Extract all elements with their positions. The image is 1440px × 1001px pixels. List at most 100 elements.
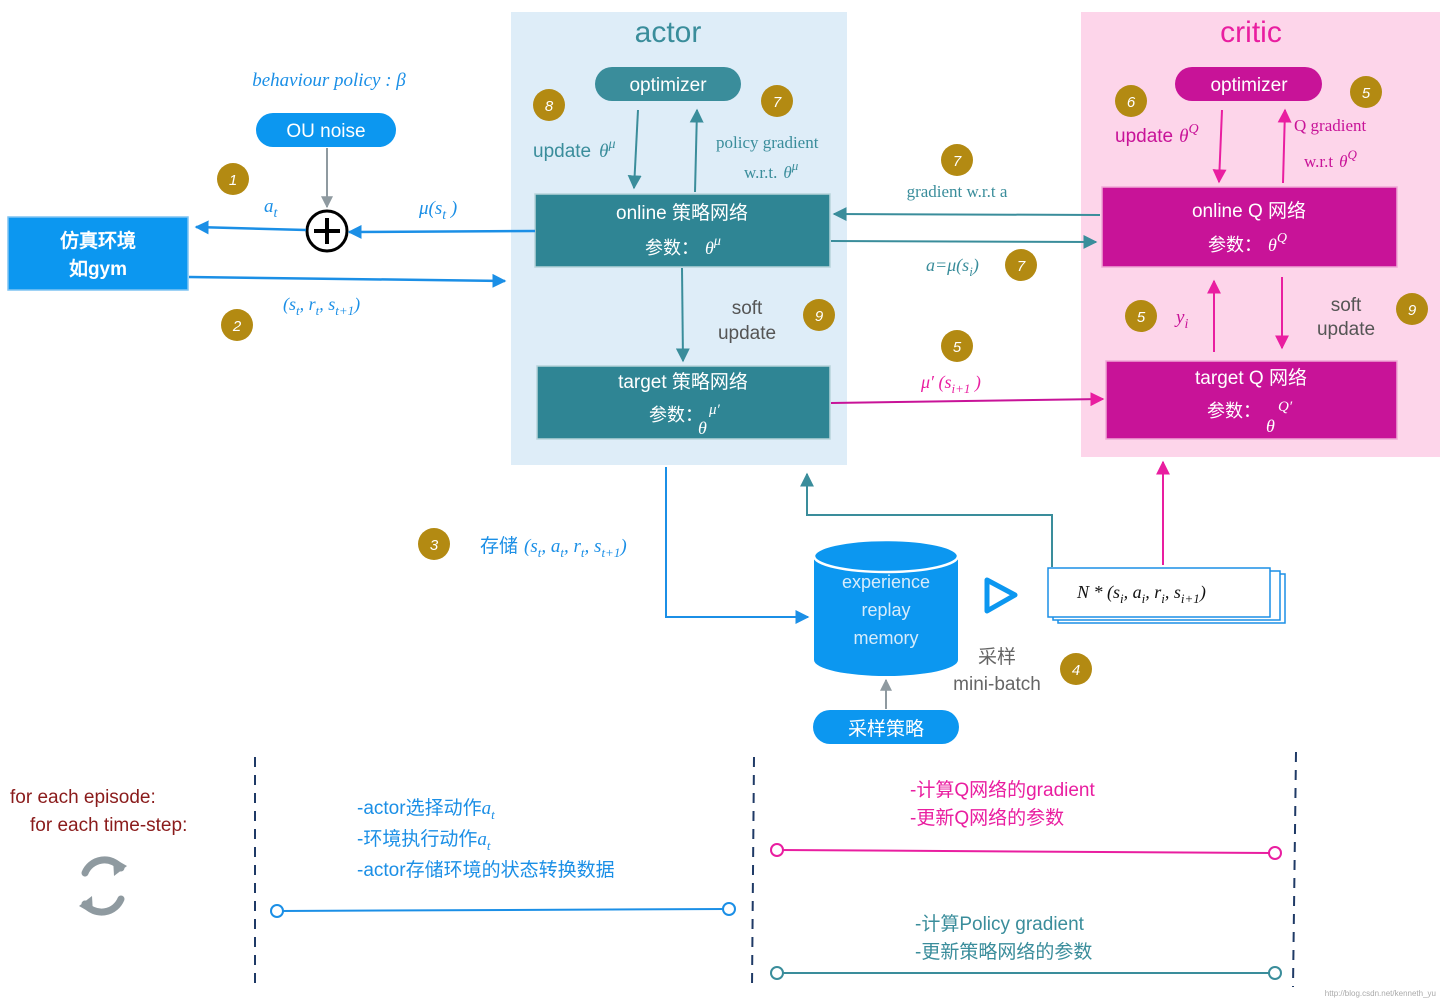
label-a-eq-mu: a=μ(si) (926, 255, 979, 279)
badge-5-middle: 5 (941, 330, 973, 362)
ou-noise-pill (256, 113, 396, 147)
timeline-critic-segment (770, 843, 1282, 860)
svg-text:8: 8 (545, 98, 554, 115)
environment-line1: 仿真环境 (60, 229, 136, 252)
refresh-icon (79, 856, 127, 916)
label-sample-cn: 采样 (978, 646, 1016, 668)
loop-episode-label: for each episode: (10, 787, 156, 808)
online-policy-network-title: online 策略网络 (616, 202, 748, 224)
target-policy-network-param: θ (698, 418, 707, 438)
badge-7-actor: 7 (761, 85, 793, 117)
critic-soft-text: soft (1331, 295, 1362, 316)
arrow-transition (188, 273, 507, 288)
arrow-at (194, 220, 307, 235)
target-q-network-sup: Q′ (1278, 399, 1293, 415)
critic-q-gradient-text: Q gradient (1294, 116, 1367, 135)
ou-noise-label: OU noise (286, 121, 365, 142)
svg-text:5: 5 (953, 339, 962, 356)
svg-text:1: 1 (229, 172, 237, 189)
badge-5-lower: 5 (1125, 300, 1157, 332)
arrow-store-to-memory (665, 467, 810, 624)
actor-wrt-text: w.r.t.θμ (744, 158, 799, 182)
critic-optimizer-pill (1175, 67, 1322, 101)
actor-optimizer-pill (595, 67, 741, 101)
svg-text:6: 6 (1127, 94, 1136, 111)
actor-policy-gradient-text: policy gradient (716, 133, 819, 152)
memory-line2: replay (861, 600, 910, 620)
plus-circle-icon (305, 209, 349, 253)
arrow-actor-update (627, 109, 642, 190)
arrow-batch-to-actor (800, 472, 1053, 567)
svg-text:7: 7 (953, 153, 962, 170)
play-icon (984, 577, 1018, 614)
critic-optimizer-label: optimizer (1210, 75, 1288, 96)
minibatch-stack (1047, 567, 1286, 624)
badge-6: 6 (1115, 85, 1147, 117)
svg-text:2: 2 (232, 318, 242, 335)
step-env-execute: -环境执行动作at (357, 828, 491, 853)
online-q-network-param: 参数：θQ (1208, 231, 1287, 255)
badge-8: 8 (533, 89, 565, 121)
timeline-actor-segment (770, 966, 1282, 980)
target-q-network-param: θ (1266, 416, 1275, 436)
arrow-action-to-q (830, 234, 1098, 249)
badge-1: 1 (217, 163, 249, 195)
critic-soft-update-text: update (1317, 319, 1375, 340)
environment-box (7, 216, 189, 291)
behaviour-policy-label: behaviour policy : β (252, 70, 406, 91)
timeline-divider-3 (1292, 751, 1297, 988)
timeline-divider-2 (751, 756, 755, 988)
step-update-q-params: -更新Q网络的参数 (910, 807, 1064, 829)
arrow-actor-policy-gradient (689, 108, 704, 193)
arrow-gradient-wrt-a (832, 207, 1101, 222)
step-compute-policy-gradient: -计算Policy gradient (915, 913, 1085, 935)
online-q-network-box (1101, 186, 1398, 268)
online-policy-network-box (534, 193, 831, 268)
svg-text:4: 4 (1072, 662, 1080, 679)
step-actor-select: -actor选择动作at (357, 797, 495, 822)
replay-memory-cylinder (812, 538, 960, 676)
label-gradient-wrt-a: gradient w.r.t a (907, 182, 1008, 201)
target-policy-network-title: target 策略网络 (618, 371, 748, 393)
badge-3: 3 (418, 528, 450, 560)
badge-2: 2 (221, 309, 253, 341)
svg-text:5: 5 (1137, 309, 1146, 326)
arrow-mu-prime (830, 392, 1105, 407)
label-transition: (st, rt, st+1) (283, 294, 360, 318)
actor-soft-text: soft (732, 298, 763, 319)
label-at: at (264, 196, 279, 221)
arrow-critic-q-gradient (1277, 108, 1292, 184)
label-mu-st: μ(st ) (418, 198, 457, 223)
arrow-critic-update (1212, 109, 1227, 184)
step-actor-store: -actor存储环境的状态转换数据 (357, 859, 615, 881)
critic-yi-label: yi (1174, 307, 1188, 332)
svg-text:5: 5 (1362, 85, 1371, 102)
sample-policy-label: 采样策略 (848, 718, 924, 740)
svg-text:9: 9 (815, 308, 824, 325)
memory-line3: memory (853, 628, 918, 648)
label-mu-prime: μ′ (si+1 ) (920, 372, 981, 396)
svg-text:7: 7 (1017, 258, 1026, 275)
loop-time-step-label: for each time-step: (30, 815, 187, 836)
svg-text:7: 7 (773, 94, 782, 111)
badge-7-gradient: 7 (941, 144, 973, 176)
target-q-network-title: target Q 网络 (1195, 367, 1307, 389)
step-compute-q-gradient: -计算Q网络的gradient (910, 779, 1095, 801)
badge-9-critic: 9 (1396, 293, 1428, 325)
arrow-mu-st (347, 224, 536, 239)
label-store: 存储(st, at, rt, st+1) (480, 535, 627, 560)
badge-9-actor: 9 (803, 299, 835, 331)
watermark: http://blog.csdn.net/kenneth_yu (1325, 989, 1436, 998)
memory-line1: experience (842, 572, 930, 592)
target-policy-network-param-label: 参数： (649, 405, 703, 425)
target-q-network-param-label: 参数： (1207, 401, 1261, 421)
svg-text:9: 9 (1408, 302, 1417, 319)
online-policy-network-param: 参数：θμ (645, 234, 721, 258)
target-policy-network-box (536, 365, 831, 440)
badge-4: 4 (1060, 653, 1092, 685)
actor-optimizer-label: optimizer (629, 75, 707, 96)
